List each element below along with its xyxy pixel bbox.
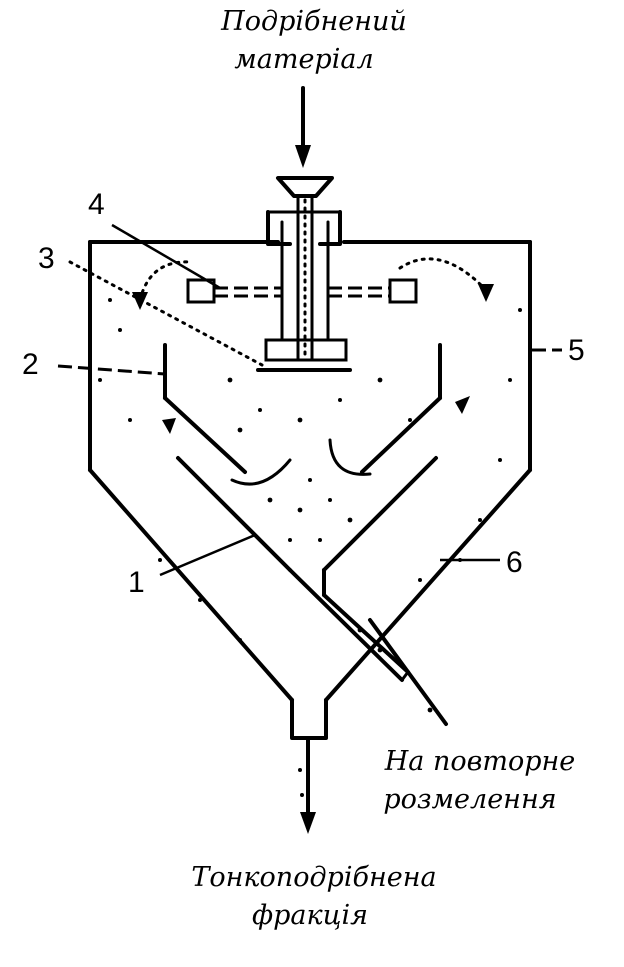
particles	[98, 298, 522, 797]
fine-outlet-arrow	[300, 736, 316, 834]
part-label-2: 2	[22, 348, 39, 381]
inlet-arrow	[295, 86, 311, 168]
fine-label-line2: фракція	[252, 900, 368, 931]
fine-label-line1: Тонкоподрібнена	[191, 862, 436, 893]
part-label-4: 4	[88, 188, 105, 221]
regrind-label-line2: розмелення	[383, 784, 556, 815]
part-label-5: 5	[568, 334, 585, 367]
part-label-6: 6	[506, 546, 523, 579]
inlet-label-line1: Подрібнений	[220, 6, 407, 37]
inner-funnel	[176, 456, 448, 726]
rotor-arms	[186, 278, 418, 304]
regrind-label-line1: На повторне	[384, 746, 576, 777]
part-label-3: 3	[38, 242, 55, 275]
leader-lines	[57, 223, 562, 577]
feed-hopper	[266, 176, 342, 362]
inlet-label-line2: матеріал	[234, 44, 373, 75]
part-label-1: 1	[128, 566, 145, 599]
inner-cone	[163, 343, 442, 486]
distribution-plate	[256, 338, 352, 372]
outer-casing	[88, 240, 532, 740]
